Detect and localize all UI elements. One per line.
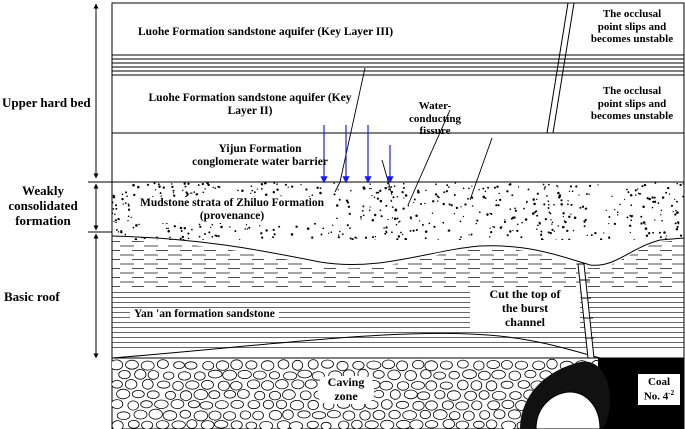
label-weakly-line3: formation [15,212,71,228]
label-occlusal-mid-line2: point slips and [597,97,667,110]
label-water-fissure: Water- conducting fissure [398,100,472,138]
label-coal-line1: Coal [648,376,670,388]
burst-channel [577,263,595,359]
erosion-surface [111,235,685,266]
label-coal-seam: Coal No. 4-2 [638,374,680,405]
label-occlusal-top-line2: point slips and [597,20,667,33]
label-luohe-key-layer-ii: Luohe Formation sandstone aquifer (Key L… [125,92,375,118]
label-mudstone: Mudstone strata of Zhiluo Formation (pro… [132,197,332,224]
label-luohe-ii-line2: Layer II) [227,105,273,118]
label-burst-channel: Cut the top of the burst channel [470,287,580,330]
label-occlusal-mid-line1: The occlusal [602,85,662,97]
label-caving-zone: Caving zone [318,375,374,404]
label-occlusal-top-line1: The occlusal [602,8,662,20]
label-burst-line1: Cut the top of [489,287,561,301]
label-weakly-line2: consolidated [8,197,78,213]
label-weakly-consolidated: Weakly consolidated formation [2,183,84,229]
label-yijun: Yijun Formation conglomerate water barri… [180,143,340,169]
water-seepage-arrows [320,125,394,184]
label-occlusal-mid: The occlusal point slips and becomes uns… [580,85,684,123]
label-burst-line3: channel [504,314,545,329]
label-coal-number: No. 4 [643,390,669,403]
label-occlusal-mid-line3: becomes unstable [590,110,674,123]
label-mudstone-line2: (provenance) [199,210,265,223]
label-mudstone-line1: Mudstone strata of Zhiluo Formation [140,197,324,209]
thickness-brackets [88,3,112,359]
label-caving-line2: zone [334,388,358,403]
label-coal-superscript: -2 [668,388,675,397]
roadway-arch [535,391,601,429]
label-water-fissure-line3: fissure [419,125,451,138]
label-basic-roof: Basic roof [4,289,60,304]
label-luohe-ii-line1: Luohe Formation sandstone aquifer (Key [148,92,352,104]
label-water-fissure-line1: Water- [418,100,452,112]
label-coal-line2: No. 4-2 [638,389,680,403]
label-luohe-key-layer-iii: Luohe Formation sandstone aquifer (Key L… [138,26,394,38]
label-caving-line1: Caving [327,375,365,389]
occlusal-fracture-lines [546,2,575,134]
label-burst-line2: the burst [501,300,549,315]
label-yijun-line1: Yijun Formation [218,143,302,155]
label-occlusal-top: The occlusal point slips and becomes uns… [580,8,684,46]
section-frame [111,2,685,429]
label-occlusal-top-line3: becomes unstable [590,33,674,46]
caving-stones [112,358,606,429]
label-yijun-line2: conglomerate water barrier [192,156,328,169]
label-upper-hard-bed: Upper hard bed [2,95,91,110]
label-water-fissure-line2: conducting [409,112,461,125]
label-yanan: Yan 'an formation sandstone [130,308,279,322]
label-weakly-line1: Weakly [22,183,64,198]
yanan-dashed-band [112,240,684,290]
caving-top-curve [111,332,601,359]
